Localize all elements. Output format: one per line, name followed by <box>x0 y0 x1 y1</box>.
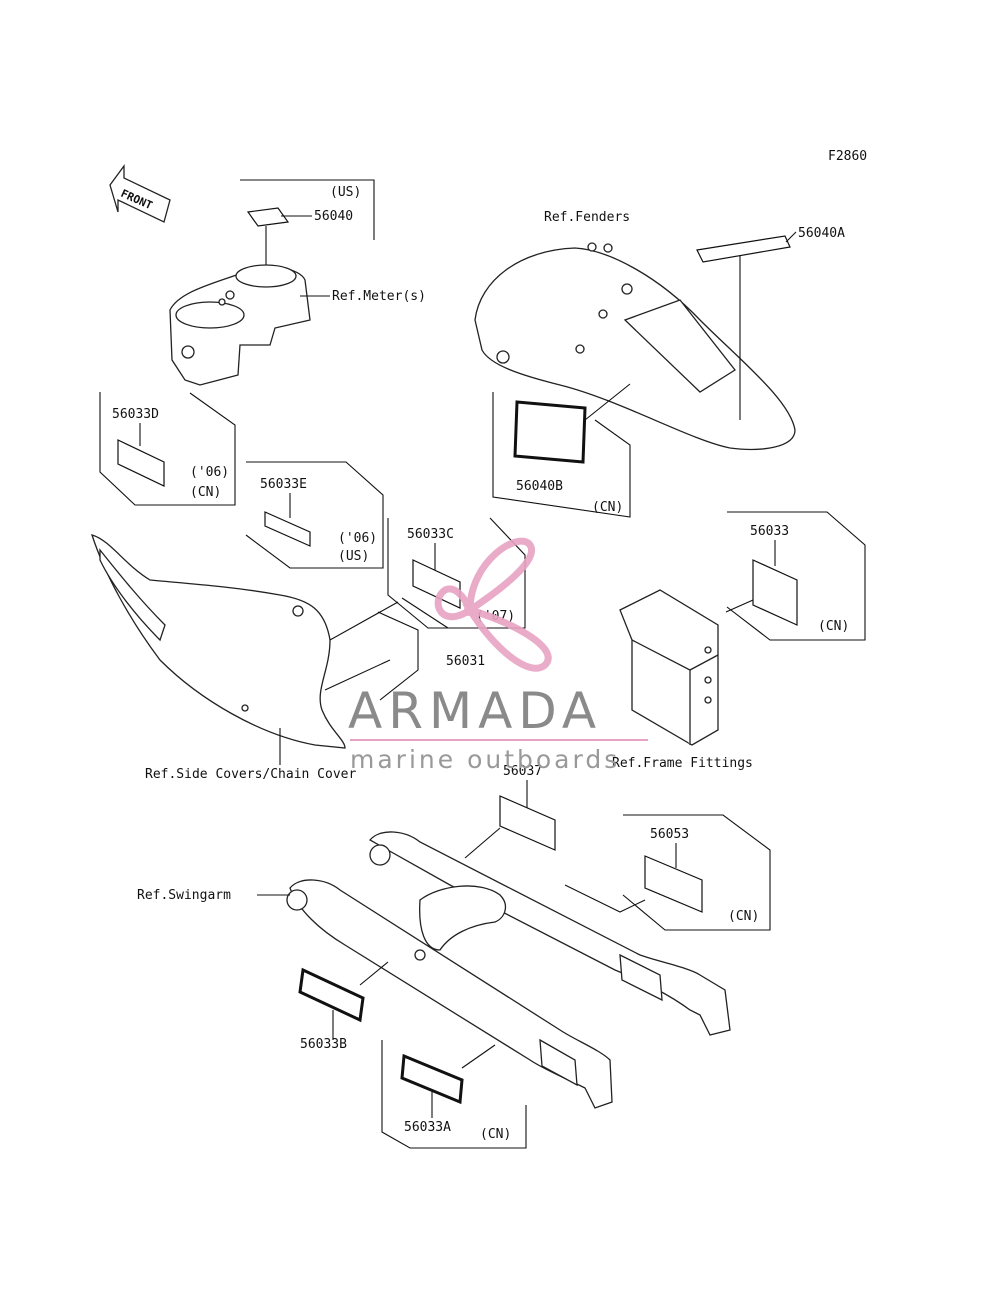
callout-56033: 56033 (CN) <box>725 511 866 641</box>
fender-part <box>474 242 796 451</box>
decal-56040a <box>696 235 791 263</box>
callout-56033d: 56033D ('06) (CN) <box>99 392 236 506</box>
label-ref-frame: Ref.Frame Fittings <box>612 756 753 771</box>
callout-56033a: 56033A (CN) <box>381 1040 527 1149</box>
decal-56037 <box>499 795 556 851</box>
label-56037: 56037 <box>503 764 542 779</box>
decal-56033b <box>298 967 365 1023</box>
decal-56033a <box>400 1053 464 1105</box>
label-ref-meter: Ref.Meter(s) <box>332 289 426 304</box>
side-cover-part: Ref.Side Covers/Chain Cover 56031 <box>91 534 485 782</box>
decal-56040b <box>513 400 587 464</box>
swingarm-part: Ref.Swingarm <box>137 831 731 1109</box>
label-cn-e: (CN) <box>480 1127 511 1142</box>
decal-56033c <box>412 559 461 609</box>
meter-callout: (US) 56040 <box>240 179 375 276</box>
label-ref-side-covers: Ref.Side Covers/Chain Cover <box>145 767 356 782</box>
callout-56033b: 56033B <box>298 961 389 1052</box>
propeller-logo-icon <box>434 537 552 672</box>
front-arrow-icon: FRONT <box>109 164 171 223</box>
decal-56053 <box>644 855 703 913</box>
label-cn-b: (CN) <box>592 500 623 515</box>
label-56031: 56031 <box>446 654 485 669</box>
fender-decals: 56040A 56040B (CN) <box>492 226 845 518</box>
label-56040a: 56040A <box>798 226 845 241</box>
frame-fitting-part: Ref.Frame Fittings <box>612 589 753 771</box>
label-56033d: 56033D <box>112 407 159 422</box>
label-56033a: 56033A <box>404 1120 451 1135</box>
callout-56033e: 56033E ('06) (US) <box>245 461 384 569</box>
label-us-b: (US) <box>338 549 369 564</box>
decal-56033d <box>117 439 165 487</box>
label-56040: 56040 <box>314 209 353 224</box>
label-06-b: ('06) <box>338 531 377 546</box>
label-56040b: 56040B <box>516 479 563 494</box>
figure-code: F2860 <box>828 149 867 164</box>
decal-56040 <box>246 207 290 227</box>
armada-watermark: ARMADA marine outboards <box>348 537 648 774</box>
decal-56033e <box>264 511 311 547</box>
label-ref-fenders: Ref.Fenders <box>544 210 630 225</box>
label-06-a: ('06) <box>190 465 229 480</box>
label-56053: 56053 <box>650 827 689 842</box>
label-cn-d: (CN) <box>728 909 759 924</box>
label-56033c: 56033C <box>407 527 454 542</box>
meter-part: Ref.Meter(s) <box>169 264 426 386</box>
watermark-tagline: marine outboards <box>350 745 620 774</box>
watermark-name: ARMADA <box>348 682 602 740</box>
callout-56053: 56053 (CN) <box>564 814 771 931</box>
label-us-top: (US) <box>330 185 361 200</box>
callout-56033c: 56033C ('07) <box>387 517 526 629</box>
label-cn-c: (CN) <box>818 619 849 634</box>
label-ref-swingarm: Ref.Swingarm <box>137 888 231 903</box>
label-56033e: 56033E <box>260 477 307 492</box>
label-56033: 56033 <box>750 524 789 539</box>
callout-56037: 56037 <box>464 764 556 859</box>
decal-56033 <box>752 559 798 626</box>
label-56033b: 56033B <box>300 1037 347 1052</box>
label-cn-a: (CN) <box>190 485 221 500</box>
